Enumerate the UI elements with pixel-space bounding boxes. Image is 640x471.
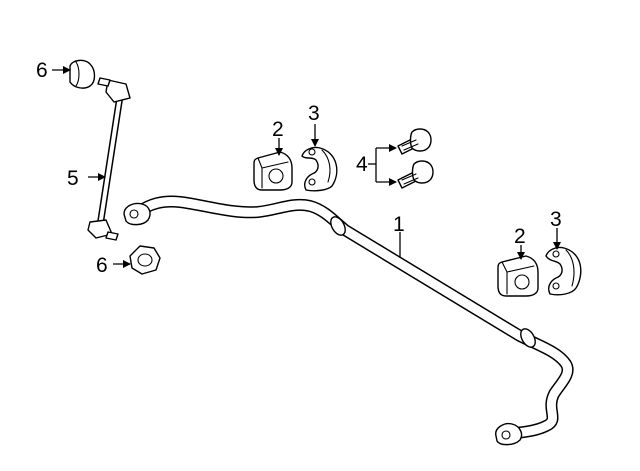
callout-2-left: 2 — [272, 118, 284, 141]
bushing-right — [497, 255, 539, 297]
stabilizer-bar — [123, 195, 574, 446]
callout-5: 5 — [67, 167, 79, 190]
callout-3-left: 3 — [308, 102, 320, 125]
bolt-lower — [397, 160, 434, 189]
bushing-left — [253, 151, 293, 191]
callout-1: 1 — [393, 213, 405, 236]
bracket-right — [545, 246, 582, 296]
callout-4: 4 — [356, 153, 368, 176]
leader-lines — [52, 66, 561, 268]
bolt-upper — [397, 128, 432, 155]
nut-top — [69, 59, 96, 89]
callout-3-right: 3 — [550, 208, 562, 231]
callout-6-bottom: 6 — [96, 254, 108, 277]
callout-2-right: 2 — [514, 225, 526, 248]
nut-bottom — [129, 245, 161, 275]
stabilizer-link — [87, 77, 131, 241]
bracket-left — [301, 146, 338, 192]
callout-6-top: 6 — [36, 59, 48, 82]
